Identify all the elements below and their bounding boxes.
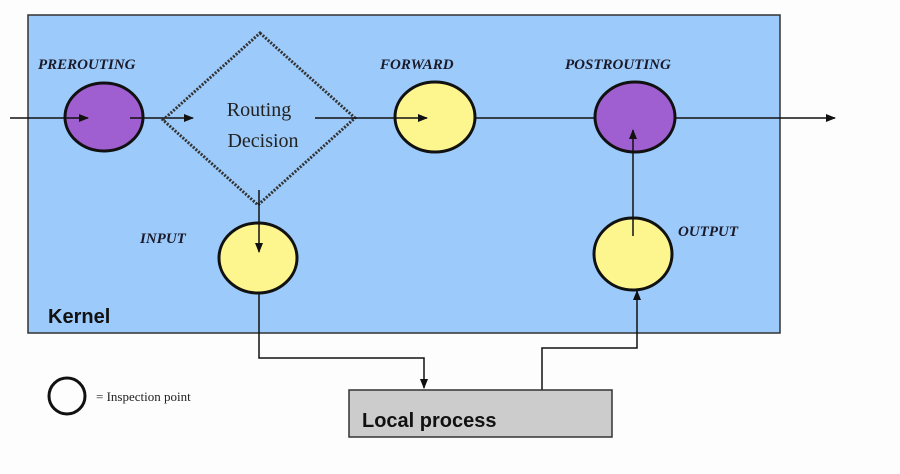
legend-label: = Inspection point — [96, 389, 191, 404]
postrouting-label: POSTROUTING — [565, 57, 671, 73]
arrow-local-to-output — [541, 290, 641, 390]
kernel-label: Kernel — [48, 306, 110, 328]
arrow-input-to-local — [258, 293, 428, 389]
forward-hook[interactable] — [393, 80, 477, 154]
input-label: INPUT — [139, 231, 187, 247]
routing-decision-line2: Decision — [227, 130, 298, 152]
prerouting-hook[interactable] — [63, 81, 145, 153]
postrouting-hook[interactable] — [593, 80, 677, 154]
routing-decision-diamond — [160, 30, 358, 208]
local-process-label: Local process — [362, 410, 497, 432]
output-label: OUTPUT — [678, 224, 739, 240]
legend-circle-icon — [47, 376, 87, 416]
local-process-box — [348, 389, 613, 438]
input-hook[interactable] — [217, 221, 299, 295]
prerouting-label: PREROUTING — [38, 57, 136, 73]
forward-label: FORWARD — [379, 57, 454, 73]
routing-decision-line1: Routing — [227, 99, 291, 121]
